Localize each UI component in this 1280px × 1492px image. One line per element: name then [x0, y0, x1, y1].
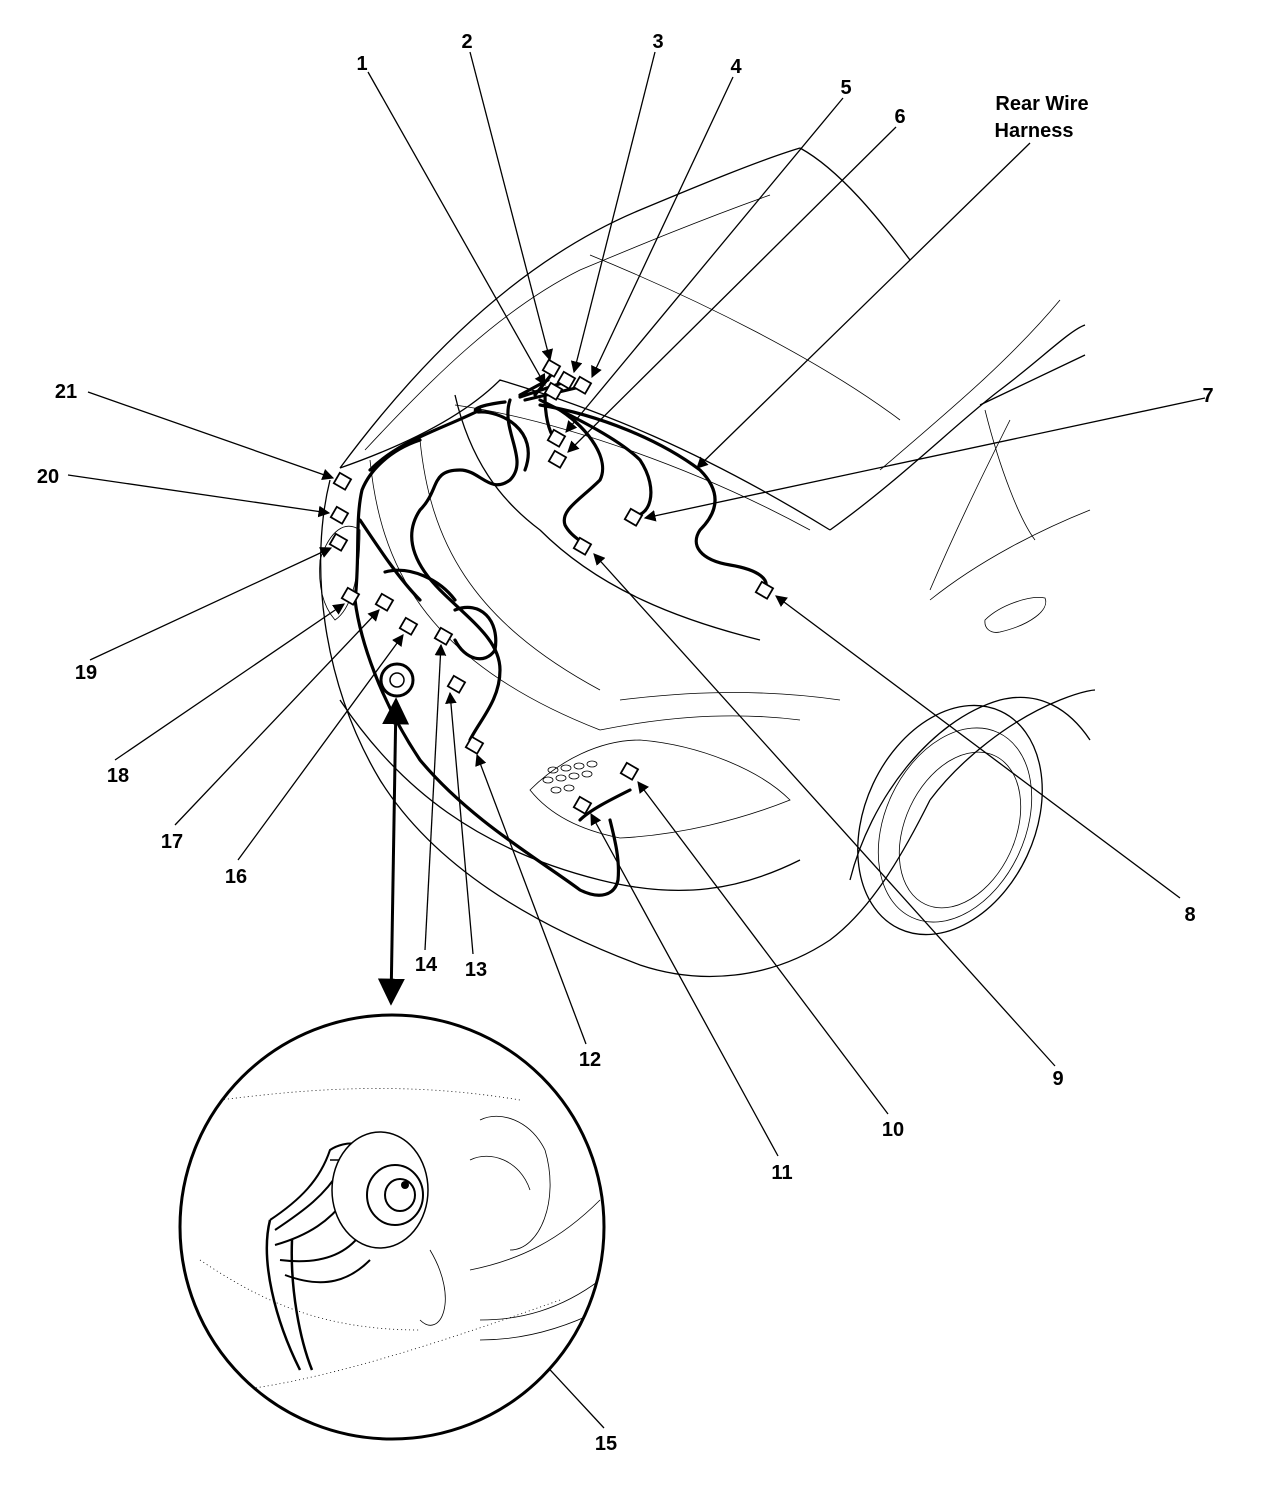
connector-21 [332, 471, 353, 491]
callout-15: 15 [595, 1433, 617, 1455]
callout-11: 11 [771, 1162, 792, 1184]
callout-14: 14 [415, 954, 438, 976]
callout-17: 17 [161, 831, 183, 853]
callout-9: 9 [1052, 1068, 1063, 1090]
connector-13 [446, 674, 467, 694]
connector-19 [328, 532, 349, 552]
connector-7 [623, 507, 644, 527]
connector-1 [543, 381, 564, 401]
leader-lines [67, 51, 1206, 1429]
callout-12: 12 [579, 1049, 601, 1071]
callout-13: 13 [465, 959, 487, 981]
connector-5 [546, 428, 567, 448]
callout-8: 8 [1184, 904, 1195, 926]
callout-19: 19 [75, 662, 97, 684]
callout-3: 3 [652, 31, 663, 53]
connector-6 [547, 449, 568, 469]
callout-7: 7 [1202, 385, 1213, 407]
connector-12 [464, 735, 485, 755]
connector-17 [374, 592, 395, 612]
callout-5: 5 [840, 77, 851, 99]
connector-3 [556, 370, 577, 390]
callout-4: 4 [730, 56, 742, 78]
callout-21: 21 [55, 381, 77, 403]
connector-14 [433, 626, 454, 646]
callout-2: 2 [461, 31, 472, 53]
harness-label-line1: Rear Wire [995, 93, 1088, 115]
callout-1: 1 [356, 53, 367, 75]
connector-8 [754, 580, 775, 600]
callout-6: 6 [894, 106, 905, 128]
callout-10: 10 [882, 1119, 904, 1141]
connector-11 [572, 795, 593, 815]
callout-20: 20 [37, 466, 59, 488]
harness-label-line2: Harness [995, 120, 1074, 142]
connector-4 [572, 375, 593, 395]
connector-2 [541, 358, 562, 378]
car-body-outline [319, 147, 1096, 978]
callout-labels: 1 2 3 4 5 6 7 8 9 10 11 12 13 14 15 16 1… [37, 31, 1214, 1455]
harness-connectors [328, 358, 775, 815]
tail-lamp-grille [542, 760, 598, 794]
callout-18: 18 [107, 765, 129, 787]
connector-9 [572, 536, 593, 556]
connector-18 [340, 586, 361, 606]
detail-view-grommet [178, 1013, 606, 1441]
connector-20 [329, 505, 350, 525]
rear-wire-harness [353, 368, 768, 897]
connector-10 [619, 761, 640, 781]
callout-16: 16 [225, 866, 247, 888]
connector-16 [398, 616, 419, 636]
